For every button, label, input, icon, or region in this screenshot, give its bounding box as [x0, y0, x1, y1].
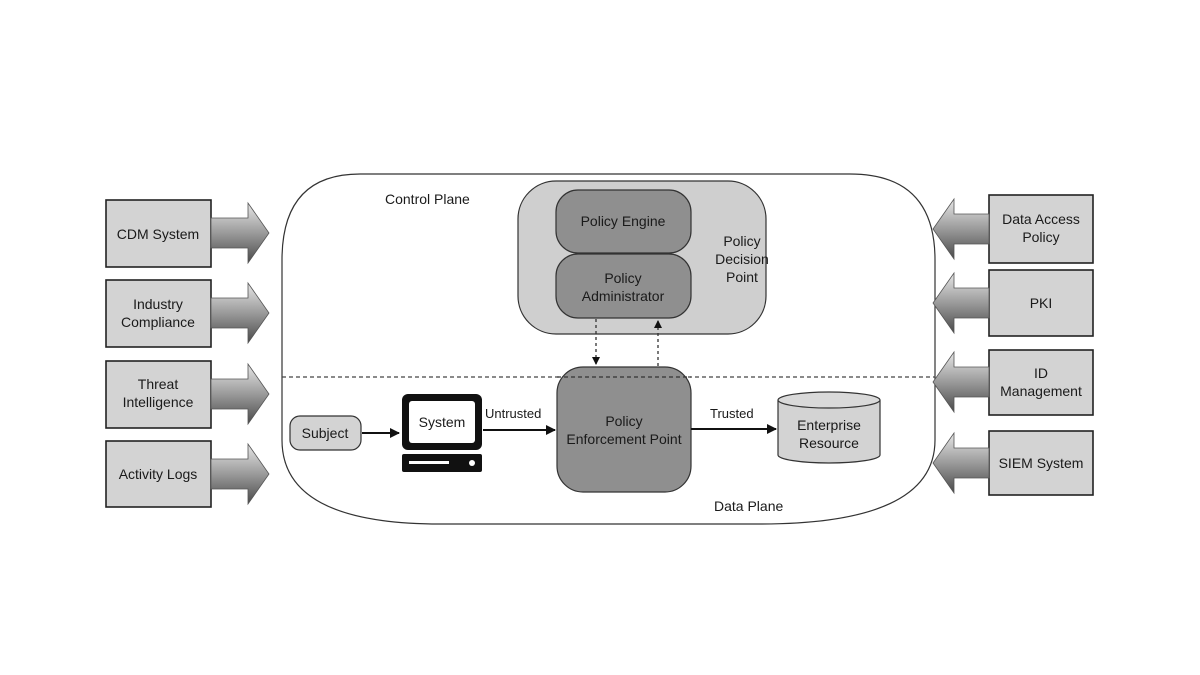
left-input-label-line-1: Threat [138, 376, 179, 392]
pep-label-line-1: Policy [605, 413, 642, 429]
system-label: System [419, 414, 466, 430]
subject-label: Subject [302, 425, 349, 441]
right-input-label-line-1: PKI [1030, 295, 1053, 311]
enterprise-resource-line-1: Enterprise [797, 417, 861, 433]
policy-engine-label: Policy Engine [581, 213, 666, 229]
enterprise-resource[interactable]: Enterprise Resource [777, 391, 881, 464]
left-input-threat-intelligence[interactable]: Threat Intelligence [105, 360, 270, 429]
right-input-siem-system[interactable]: SIEM System [932, 430, 1094, 496]
trusted-label: Trusted [710, 406, 754, 421]
right-input-label-line-2: Policy [1022, 229, 1059, 245]
policy-administrator-line-2: Administrator [582, 288, 665, 304]
left-arrow-icon [932, 350, 990, 414]
untrusted-label: Untrusted [485, 406, 541, 421]
left-input-label-line-1: CDM System [117, 226, 199, 242]
right-arrow-icon [210, 281, 270, 345]
left-input-label-line-2: Compliance [121, 314, 195, 330]
left-arrow-icon [932, 197, 990, 261]
left-input-industry-compliance[interactable]: Industry Compliance [105, 279, 270, 348]
right-input-label-line-1: ID [1034, 365, 1048, 381]
pep-label-line-2: Enforcement Point [566, 431, 681, 447]
control-plane-label: Control Plane [385, 191, 470, 207]
pdp-label-line-1: Policy [723, 233, 760, 249]
policy-administrator-line-1: Policy [604, 270, 641, 286]
policy-enforcement-point[interactable]: Policy Enforcement Point [556, 366, 692, 493]
right-input-label-line-1: Data Access [1002, 211, 1080, 227]
right-input-id-management[interactable]: ID Management [932, 349, 1094, 416]
right-input-label-line-2: Management [1000, 383, 1082, 399]
subject-node[interactable]: Subject [289, 415, 362, 451]
left-arrow-icon [932, 271, 990, 335]
pdp-label-line-3: Point [726, 269, 758, 285]
pdp-label-line-2: Decision [715, 251, 769, 267]
left-input-label-line-2: Intelligence [123, 394, 194, 410]
right-arrow-icon [210, 442, 270, 506]
right-input-data-access-policy[interactable]: Data Access Policy [932, 194, 1094, 264]
policy-administrator[interactable]: Policy Administrator [555, 253, 692, 319]
policy-engine[interactable]: Policy Engine [555, 189, 692, 254]
right-arrow-icon [210, 201, 270, 265]
left-input-cdm-system[interactable]: CDM System [105, 199, 270, 268]
right-input-label-line-1: SIEM System [999, 455, 1084, 471]
right-arrow-icon [210, 362, 270, 426]
left-arrow-icon [932, 431, 990, 495]
left-input-activity-logs[interactable]: Activity Logs [105, 440, 270, 508]
left-input-label-line-1: Activity Logs [119, 466, 198, 482]
system-computer-icon[interactable]: System [402, 394, 482, 472]
left-input-label-line-1: Industry [133, 296, 183, 312]
right-input-pki[interactable]: PKI [932, 269, 1094, 337]
data-plane-label: Data Plane [714, 498, 783, 514]
enterprise-resource-line-2: Resource [799, 435, 859, 451]
